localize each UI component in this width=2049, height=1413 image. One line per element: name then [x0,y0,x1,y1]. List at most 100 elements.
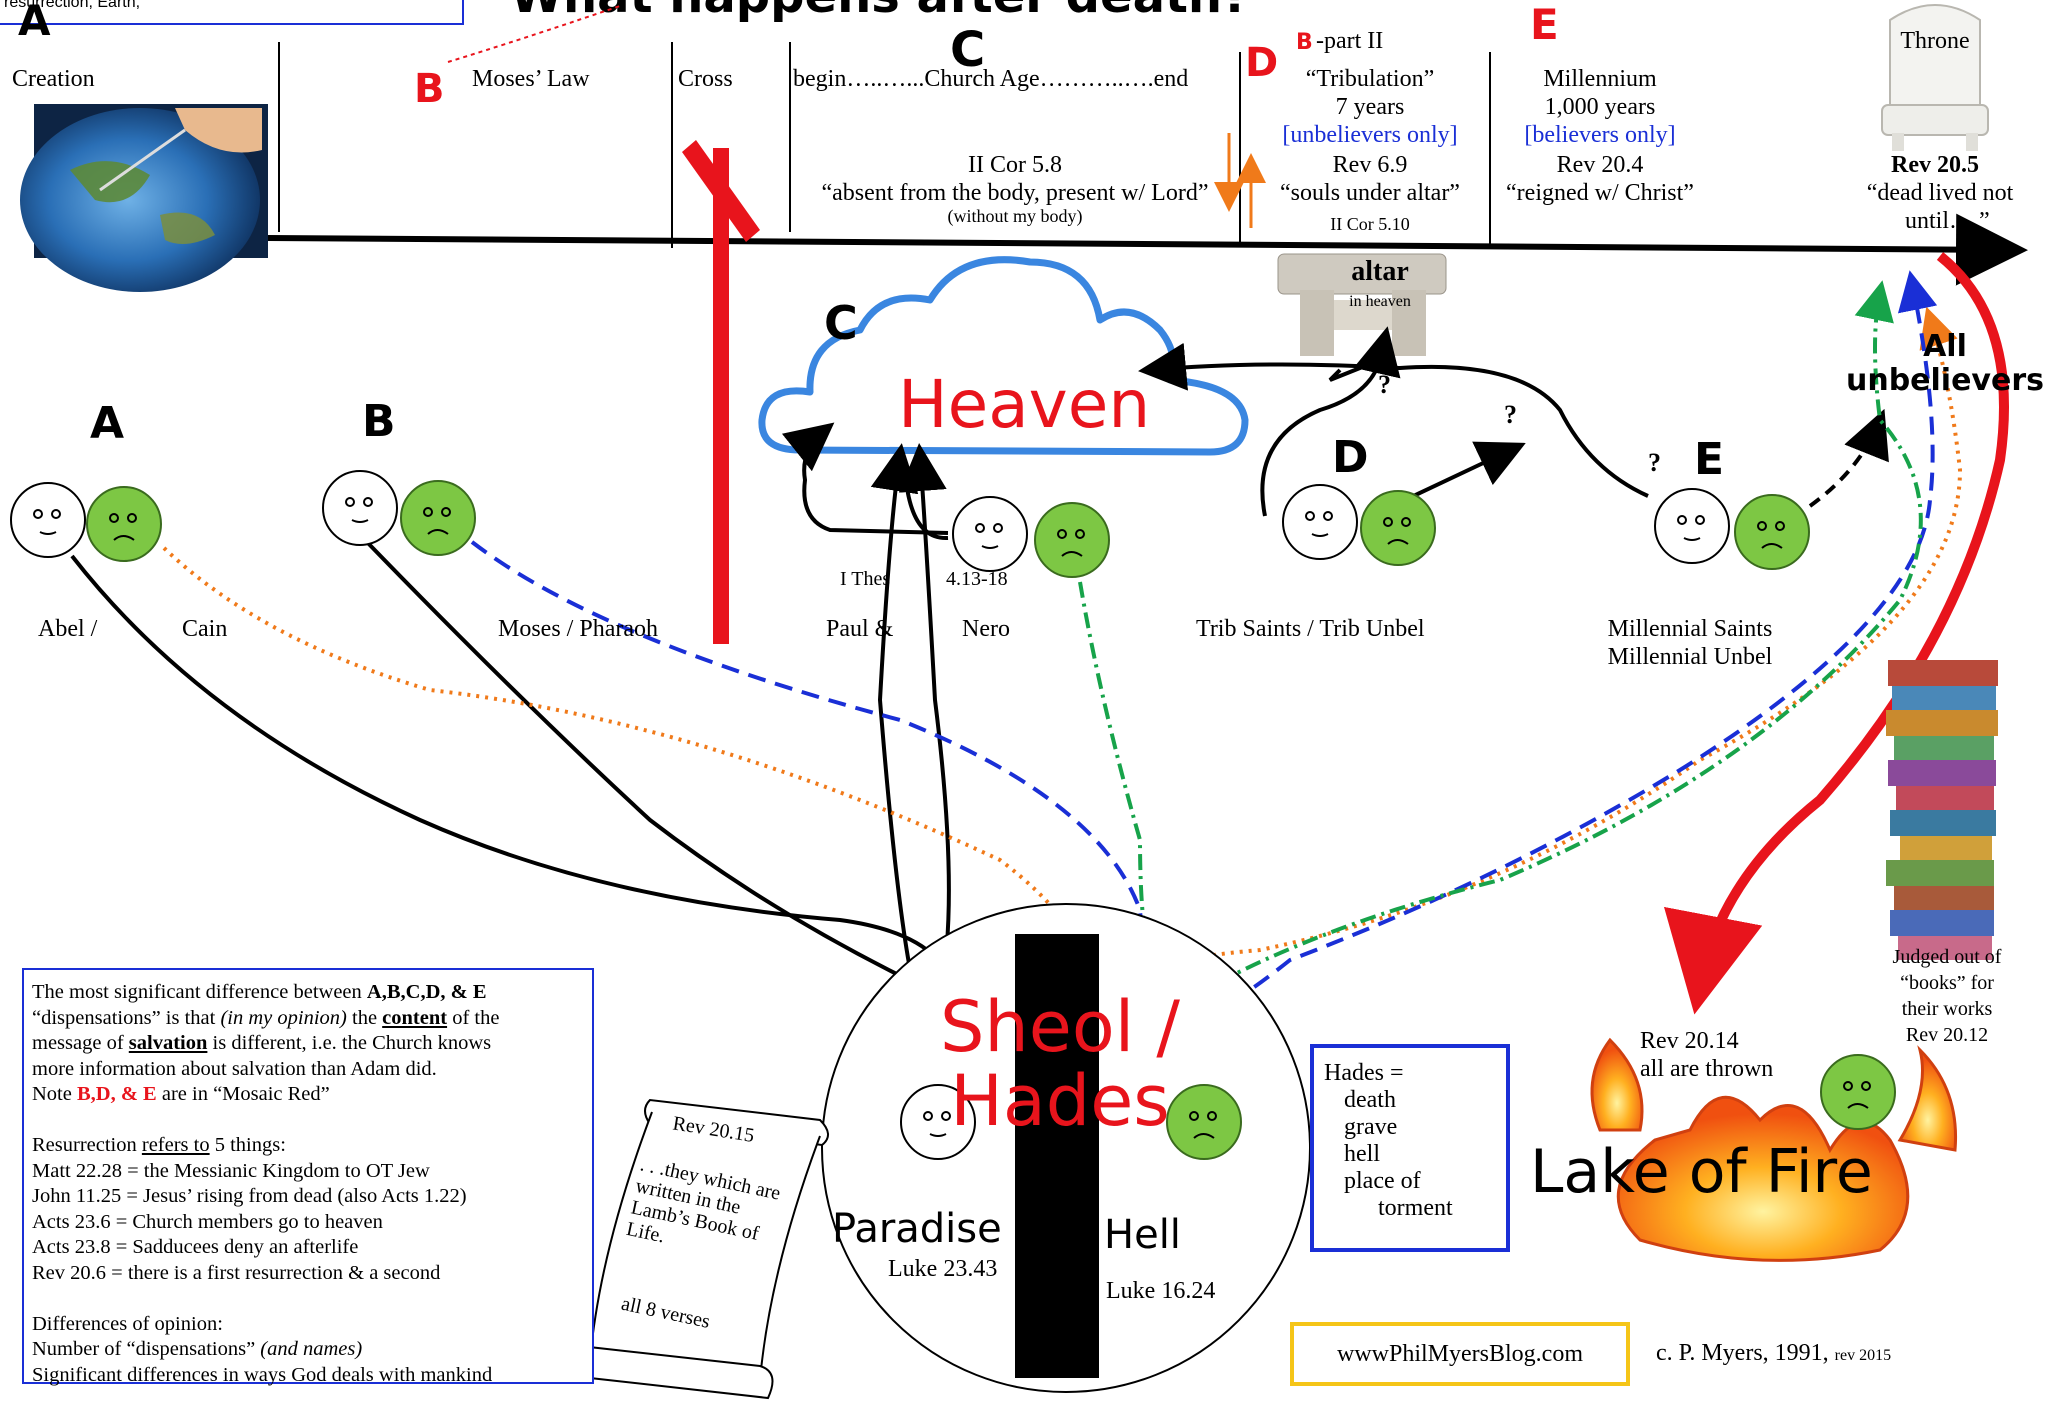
cain-face [86,486,162,562]
hades-line-5: place of [1344,1168,1421,1194]
rev-text: rev 2015 [1834,1347,1892,1364]
trib-years: 7 years [1335,94,1405,120]
throne-quote-1: “dead lived not [1866,180,2014,206]
notes-d1: Number of “dispensations” (and names) [32,1338,363,1361]
timeline-arrow [267,213,2028,286]
trib-ref: Rev 6.9 [1332,152,1408,178]
letter-c-top: C [950,22,986,78]
face-features [1677,515,1705,541]
blue-path [470,270,1938,1038]
notes-r0: Resurrection refers to 5 things: [32,1133,286,1156]
letter-a-mid: A [90,398,125,449]
question-mark-2: ? [1504,400,1517,429]
mill-ref: Rev 20.4 [1556,152,1644,178]
throne-quote-2: until….” [1905,208,1990,234]
paradise-label: Paradise [832,1206,1002,1252]
hades-line-2: death [1344,1087,1396,1113]
lake-label: Lake of Fire [1530,1137,1873,1207]
mill-who: [believers only] [1524,122,1676,148]
pharaoh-face [400,480,476,556]
hades-line-6: torment [1378,1195,1453,1221]
throne-ref: Rev 20.5 [1891,152,1979,178]
face-features [109,513,137,541]
moses-law-label: Moses’ Law [472,66,590,92]
face-features [1843,1081,1871,1109]
top-note-box [0,0,464,25]
notes-p1-line4: more information about salvation than Ad… [32,1057,437,1080]
paradise-ref: Luke 23.43 [888,1256,998,1282]
books-stack-image [1886,660,1998,960]
notes-d2: Significant differences in ways God deal… [32,1363,493,1386]
face-features [33,509,61,535]
tribulation-label: “Tribulation” [1305,66,1435,92]
church-note: (without my body) [947,206,1083,226]
sheol-divider [1015,934,1099,1378]
letter-b-top: B [414,66,445,112]
hell-label: Hell [1104,1212,1181,1258]
abel-face [10,482,86,558]
website-link[interactable]: wwwPhilMyersBlog.com [1290,1322,1630,1386]
mill-unbel-face [1734,494,1810,570]
b-pointer-line [447,5,621,63]
nero-label: Nero [962,616,1010,642]
notes-p1-line5: Note B,D, & E are in “Mosaic Red” [32,1083,330,1106]
millennium-label: Millennium [1543,66,1657,92]
cain-label: Cain [182,616,228,642]
face-features [1057,529,1085,557]
books-line-3: their works [1901,998,1993,1020]
trib-who: [unbelievers only] [1282,122,1458,148]
hades-line-4: hell [1344,1141,1380,1167]
lake-ref: Rev 20.14 [1640,1028,1739,1054]
title-text: What happens after death? [510,0,1250,24]
altar-image [1277,253,1447,356]
scroll-image [575,1098,829,1400]
nero-face [1034,502,1110,578]
mill-label-2: Millennial Unbel [1607,644,1773,670]
notes-r1: Matt 22.28 = the Messianic Kingdom to OT… [32,1159,430,1182]
copyright: c. P. Myers, 1991, rev 2015 [1656,1340,1891,1369]
notes-d0: Differences of opinion: [32,1312,223,1335]
mill-quote: “reigned w/ Christ” [1506,180,1694,206]
red-cross [682,140,760,644]
letter-a-top: A [18,0,51,45]
thes-label-1: I Thes [840,568,891,590]
notes-p1-line2: “dispensations” is that (in my opinion) … [32,1006,500,1029]
altar-sub: in heaven [1349,293,1411,310]
notes-r2: John 11.25 = Jesus’ rising from dead (al… [32,1185,467,1208]
throne-image [1881,4,1989,151]
top-note: resurrection, Earth, [4,0,141,11]
face-features [1305,511,1333,537]
lake-text: all are thrown [1640,1056,1774,1082]
notes-p1-line3: message of salvation is different, i.e. … [32,1032,492,1055]
letter-b-mid: B [362,396,396,447]
notes-p1-line1: The most significant difference between … [32,981,487,1003]
church-ref: II Cor 5.8 [968,152,1062,178]
mill-saint-face [1654,488,1730,564]
trib-ref2: II Cor 5.10 [1330,214,1410,234]
lake-face [1820,1054,1896,1130]
hell-ref: Luke 16.24 [1106,1278,1216,1304]
letter-d-top: D [1245,40,1279,86]
paul-face [952,496,1028,572]
face-features [923,1111,951,1137]
face-features [1383,517,1411,545]
red-arrow [1664,252,2009,1015]
lake-of-fire-image [1590,1037,1958,1262]
letter-e-mid: E [1694,434,1725,485]
notes-r4: Acts 23.8 = Sadducees deny an afterlife [32,1236,359,1259]
books-line-4: Rev 20.12 [1905,1024,1989,1046]
mill-label-1: Millennial Saints [1607,616,1773,642]
letter-b-small: B [1296,30,1313,55]
cross-label: Cross [678,66,733,92]
hell-face [1166,1084,1242,1160]
creation-label: Creation [12,66,95,92]
church-quote: “absent from the body, present w/ Lord” [821,180,1209,206]
trib-label: Trib Saints / Trib Unbel [1196,616,1425,642]
creation-image [20,104,268,292]
notes-r5: Rev 20.6 = there is a first resurrection… [32,1261,441,1284]
face-features [975,523,1003,549]
face-features [423,507,451,535]
question-mark-3: ? [1648,448,1661,477]
hades-line-1: Hades = [1324,1060,1404,1086]
